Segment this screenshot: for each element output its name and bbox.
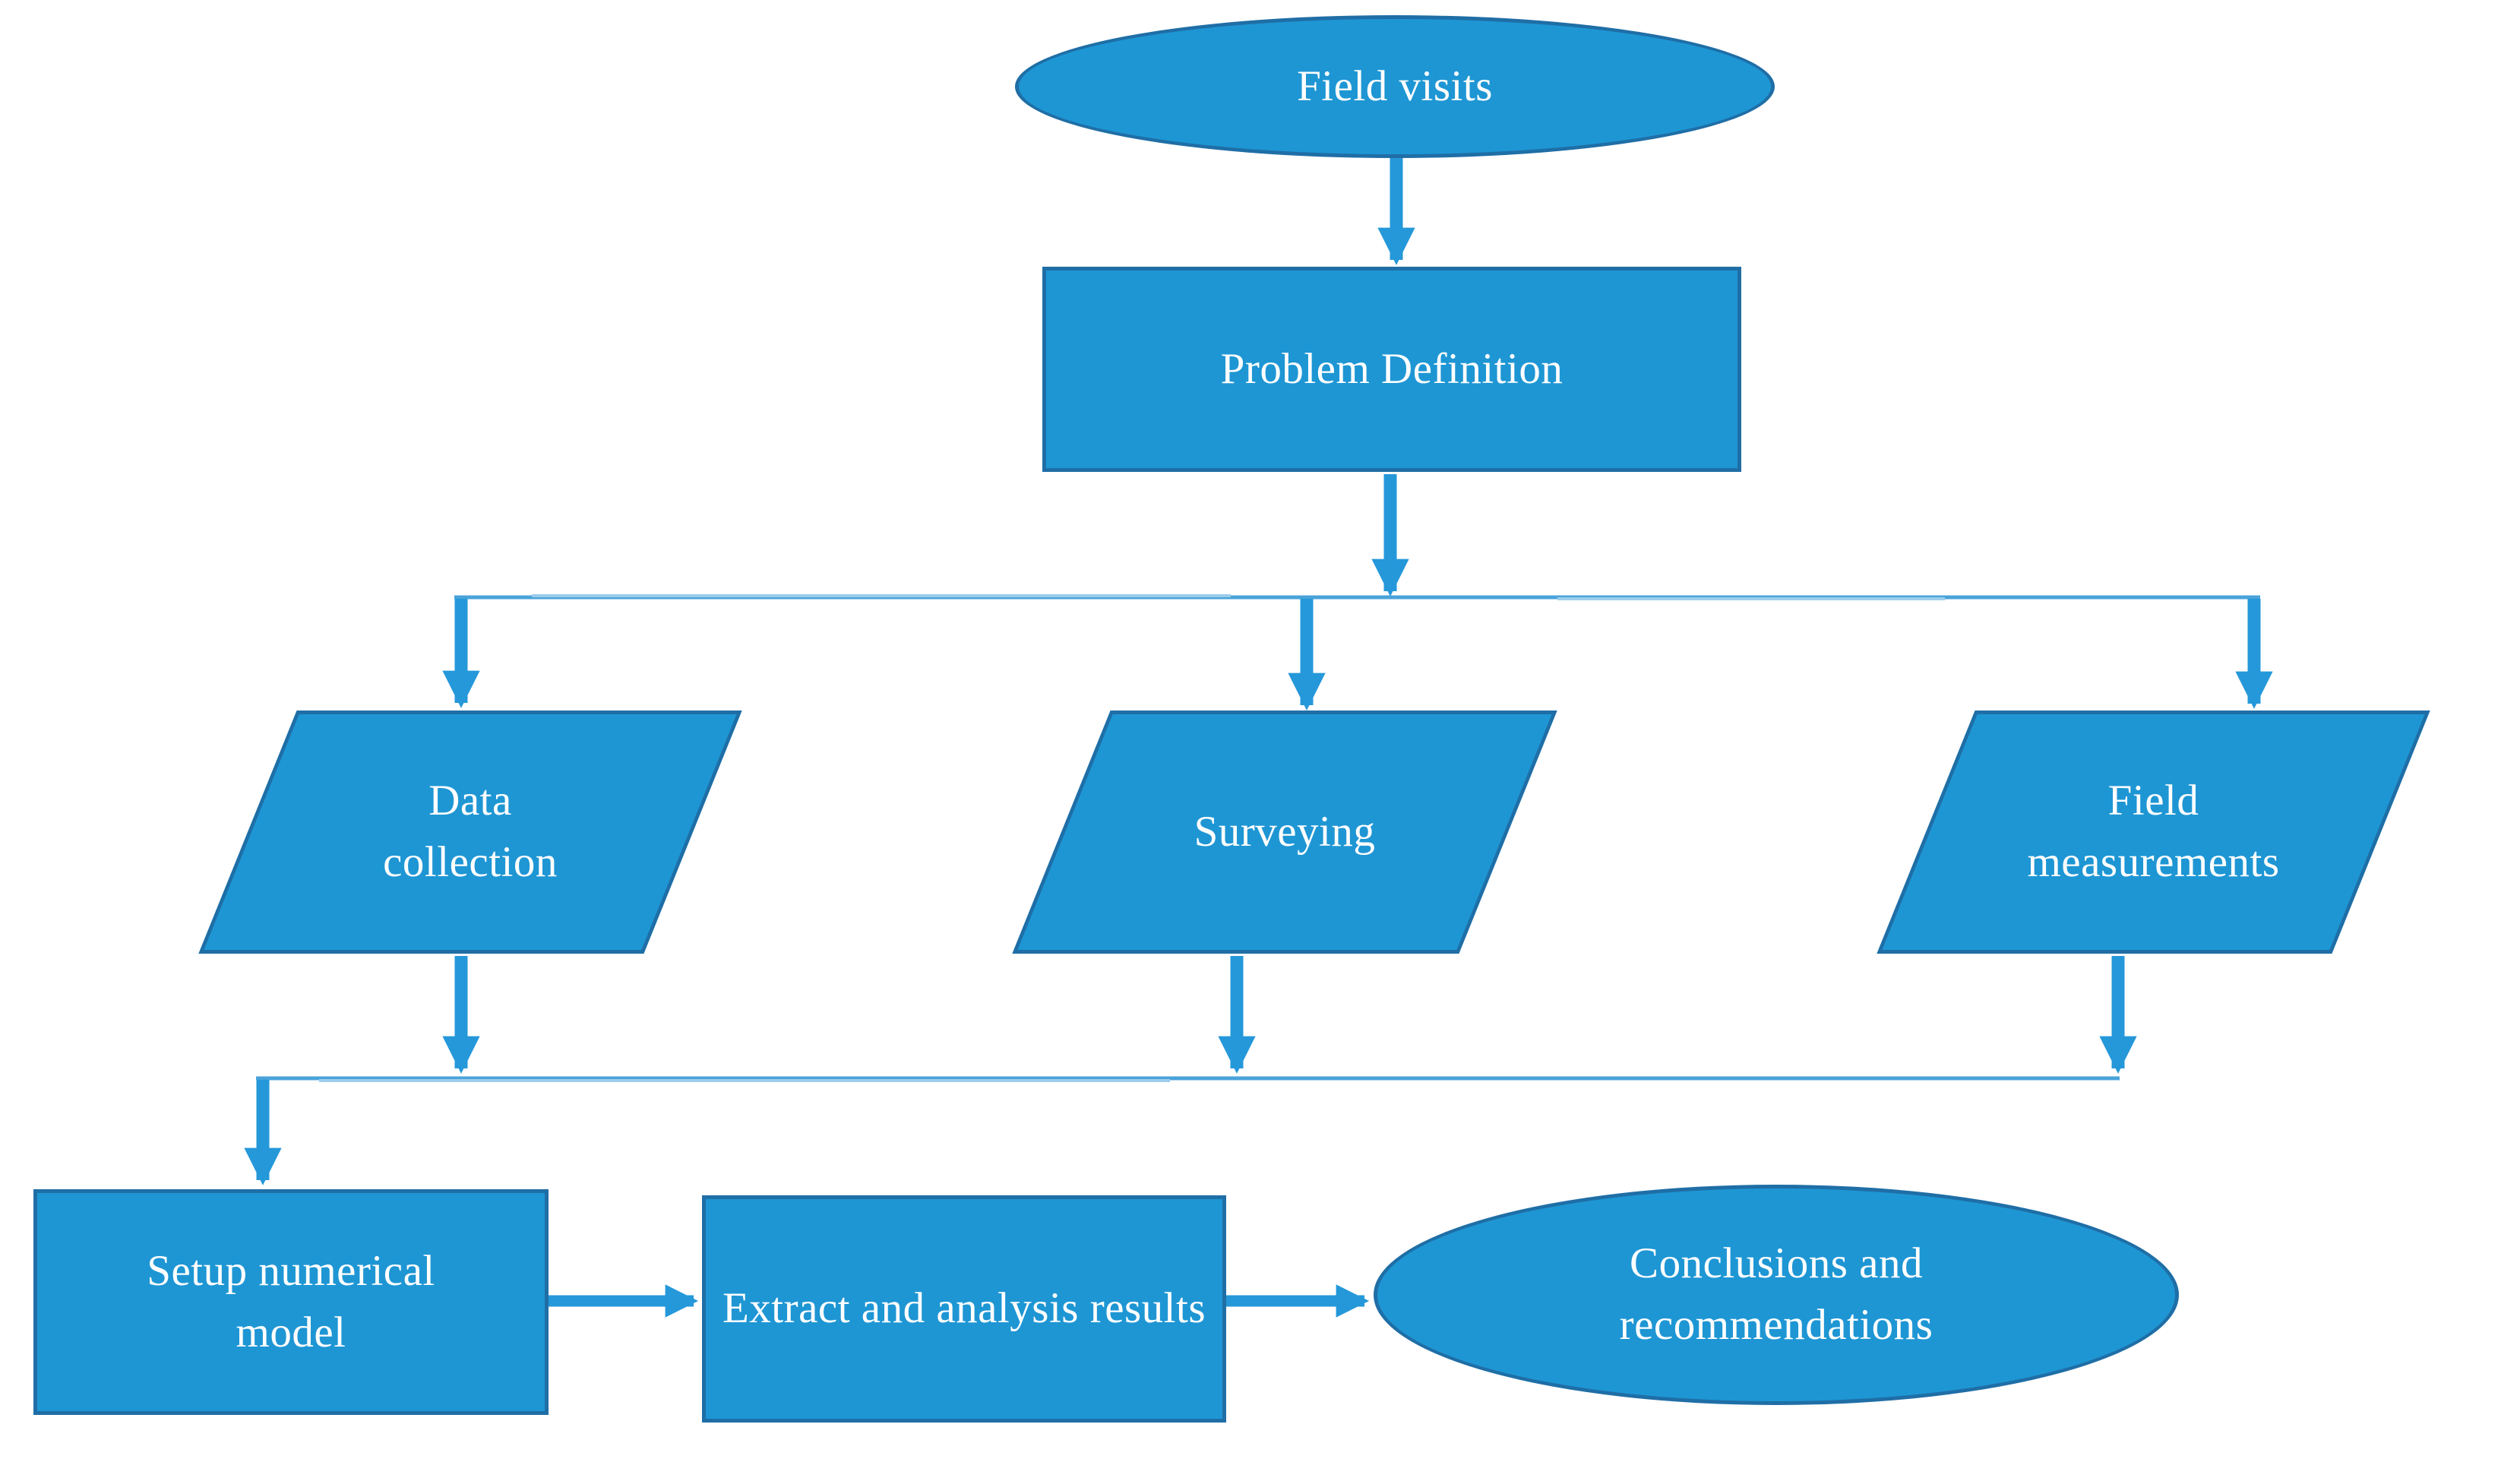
node-field-visits-label: Field visits xyxy=(1297,62,1493,110)
node-conclusions-recommendations: Conclusions and recommendations xyxy=(1374,1185,2179,1405)
node-conclusions-recommendations-label: Conclusions and recommendations xyxy=(1619,1239,1933,1349)
node-surveying: Surveying xyxy=(1012,711,1557,954)
node-problem-definition-label: Problem Definition xyxy=(1220,344,1564,393)
node-extract-analysis-results: Extract and analysis results xyxy=(702,1195,1226,1423)
node-setup-numerical-model: Setup numerical model xyxy=(33,1189,549,1415)
node-field-measurements: Field measurements xyxy=(1877,711,2430,954)
node-data-collection-label: Data collection xyxy=(383,777,558,886)
node-surveying-label: Surveying xyxy=(1194,807,1376,856)
node-setup-numerical-model-label: Setup numerical model xyxy=(147,1246,435,1356)
node-field-measurements-label: Field measurements xyxy=(2027,777,2280,886)
node-data-collection: Data collection xyxy=(198,711,742,954)
node-field-visits: Field visits xyxy=(1015,15,1775,158)
node-extract-analysis-results-label: Extract and analysis results xyxy=(722,1284,1206,1333)
node-problem-definition: Problem Definition xyxy=(1042,267,1741,472)
